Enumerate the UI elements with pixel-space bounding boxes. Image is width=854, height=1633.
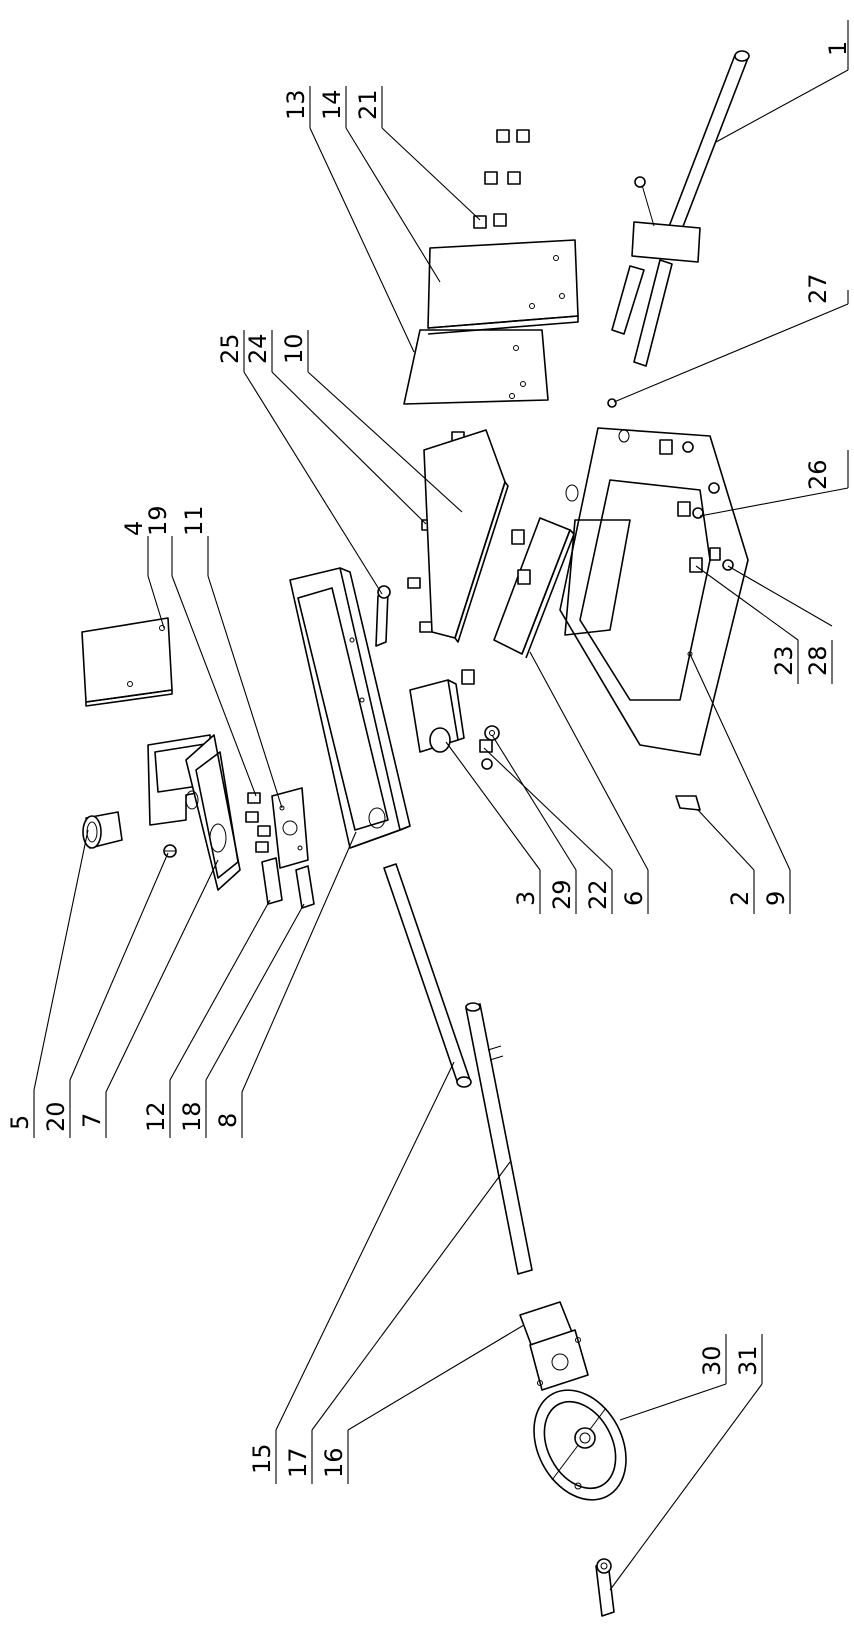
callout-label: 8 — [214, 1113, 242, 1128]
callout-23: 23 — [695, 565, 799, 684]
callout-label: 10 — [280, 333, 308, 364]
callout-label: 27 — [804, 273, 832, 304]
part-16-gearbox — [519, 1301, 589, 1391]
callout-label: 22 — [584, 879, 612, 910]
part-30-handwheel — [533, 1389, 627, 1501]
part-screw-small — [481, 758, 493, 770]
callout-26: 26 — [699, 450, 849, 517]
part-28-washers — [708, 482, 734, 571]
callout-31: 31 — [609, 1334, 763, 1591]
callout-15: 15 — [248, 1061, 455, 1484]
callout-12: 12 — [142, 899, 271, 1138]
callout-label: 9 — [762, 891, 790, 906]
callout-label: 21 — [354, 89, 382, 120]
callout-label: 4 — [120, 521, 148, 536]
callout-label: 31 — [734, 1345, 762, 1376]
callout-label: 16 — [320, 1447, 348, 1478]
part-10-plate — [423, 429, 509, 643]
part-25-screw — [375, 585, 391, 647]
callout-24: 24 — [244, 330, 427, 525]
callout-4: 4 — [120, 521, 165, 629]
callout-label: 3 — [512, 891, 540, 906]
callout-3: 3 — [445, 741, 541, 914]
part-31-handle — [595, 1558, 615, 1617]
part-15-shaft — [383, 863, 472, 1088]
part-5-knob — [82, 811, 123, 849]
callout-19: 19 — [144, 505, 257, 797]
callout-1: 1 — [715, 20, 852, 143]
callout-29: 29 — [491, 734, 577, 914]
callout-label: 1 — [824, 41, 852, 56]
callout-label: 12 — [142, 1101, 170, 1132]
part-4-plate — [81, 617, 173, 707]
part-3-block — [409, 679, 465, 753]
part-2-clip — [675, 795, 701, 811]
part-9-base-frame — [559, 427, 749, 756]
callout-5: 5 — [6, 829, 89, 1138]
callout-16: 16 — [320, 1324, 525, 1484]
callout-label: 23 — [770, 645, 798, 676]
callout-label: 18 — [178, 1101, 206, 1132]
part-21-bolts — [473, 129, 530, 229]
part-27-nut — [607, 398, 617, 408]
callout-20: 20 — [42, 852, 169, 1138]
callout-label: 26 — [804, 459, 832, 490]
part-7-bracket — [147, 734, 241, 891]
callout-27: 27 — [613, 273, 849, 403]
part-19-bolts — [245, 792, 271, 853]
part-22-bolts — [461, 529, 531, 753]
callout-22: 22 — [483, 747, 613, 914]
part-12-pin — [261, 857, 283, 905]
callout-label: 2 — [726, 891, 754, 906]
part-18-pin — [295, 865, 315, 909]
callout-label: 11 — [180, 505, 208, 536]
callout-label: 24 — [244, 333, 272, 364]
callout-label: 29 — [548, 879, 576, 910]
part-1-rod-assembly — [611, 50, 750, 367]
callout-21: 21 — [354, 86, 481, 221]
part-20-screw — [163, 844, 177, 858]
part-14-plate — [427, 239, 579, 335]
callout-label: 20 — [42, 1101, 70, 1132]
callout-6: 6 — [529, 651, 649, 914]
part-17-shaft — [465, 1002, 533, 1275]
callout-13: 13 — [282, 86, 415, 353]
part-6-bar — [493, 517, 575, 659]
callout-18: 18 — [178, 903, 305, 1138]
callout-label: 25 — [216, 333, 244, 364]
callout-label: 17 — [284, 1447, 312, 1478]
callout-11: 11 — [180, 505, 283, 809]
callout-9: 9 — [689, 653, 791, 914]
callout-label: 13 — [282, 89, 310, 120]
callout-2: 2 — [697, 809, 755, 914]
callout-10: 10 — [280, 330, 463, 513]
part-8-frame — [289, 567, 411, 849]
callout-7: 7 — [78, 859, 219, 1138]
part-13-plate — [403, 329, 549, 405]
callout-17: 17 — [284, 1161, 511, 1484]
callout-label: 5 — [6, 1115, 34, 1130]
callout-8: 8 — [214, 831, 357, 1138]
callout-label: 14 — [318, 89, 346, 120]
callout-28: 28 — [727, 565, 833, 684]
callout-14: 14 — [318, 86, 441, 283]
callout-label: 6 — [620, 891, 648, 906]
callout-label: 28 — [804, 645, 832, 676]
callout-25: 25 — [216, 330, 383, 595]
callout-label: 19 — [144, 505, 172, 536]
callout-label: 7 — [78, 1113, 106, 1128]
part-11-flange — [271, 787, 309, 869]
callout-label: 15 — [248, 1443, 276, 1474]
callout-30: 30 — [619, 1334, 727, 1421]
part-29-washer — [484, 725, 500, 741]
callout-label: 30 — [698, 1345, 726, 1376]
